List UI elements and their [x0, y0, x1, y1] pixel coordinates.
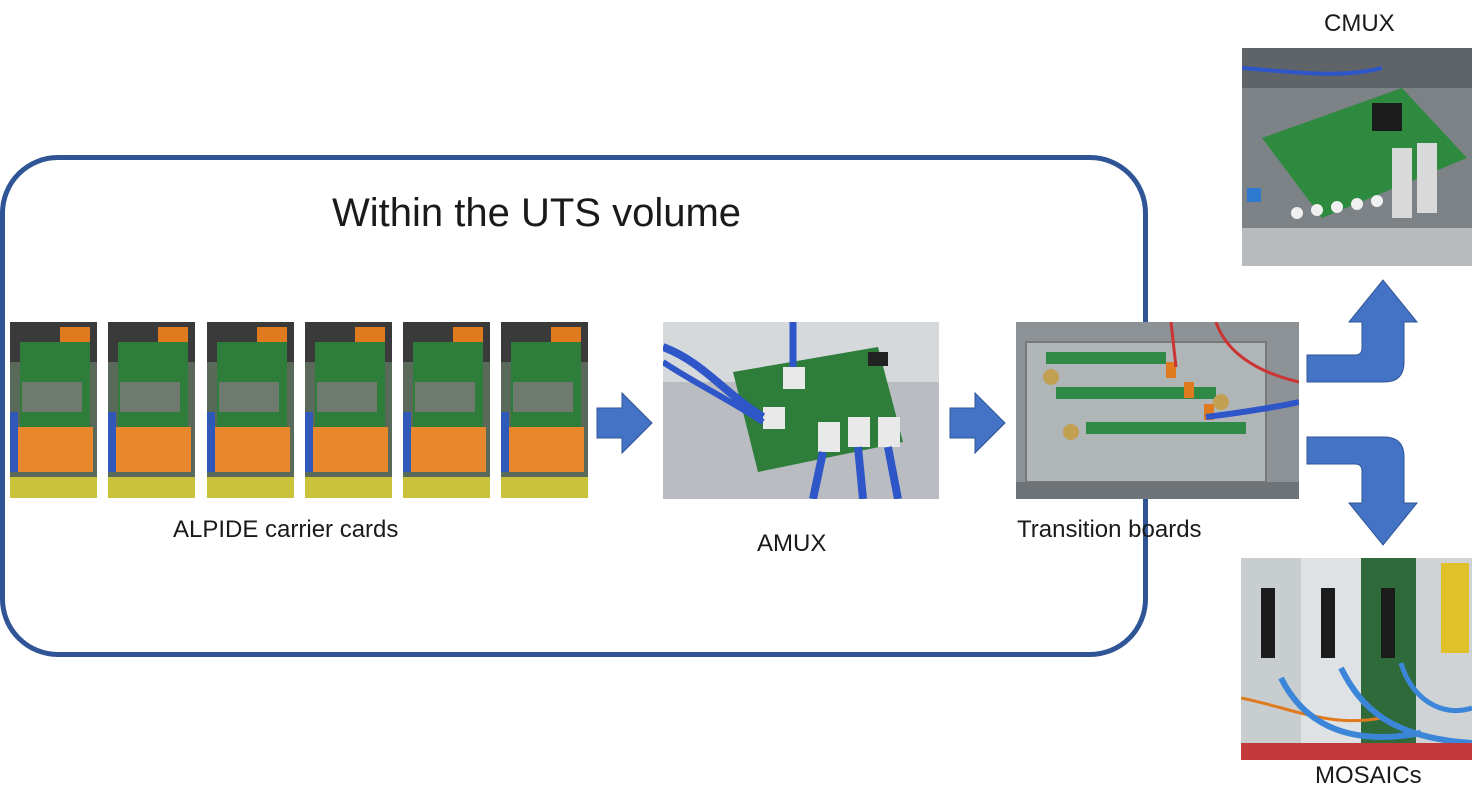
amux-photo: [663, 322, 939, 499]
cmux-label: CMUX: [1324, 10, 1395, 37]
arrow-transition-to-mosaics: [1306, 436, 1419, 546]
cmux-photo: [1242, 48, 1472, 266]
transition-boards-photo: [1016, 322, 1299, 499]
arrow-alpide-to-amux: [596, 391, 653, 455]
arrow-transition-to-cmux: [1306, 279, 1419, 383]
amux-label: AMUX: [757, 530, 827, 557]
region-title: Within the UTS volume: [332, 191, 742, 235]
alpide-card-photo-1: [10, 322, 97, 498]
alpide-card-photo-4: [305, 322, 392, 498]
alpide-label: ALPIDE carrier cards: [173, 516, 399, 543]
mosaics-label: MOSAICs: [1315, 762, 1422, 789]
alpide-card-photo-6: [501, 322, 588, 498]
transition-boards-label: Transition boards: [1017, 516, 1202, 543]
alpide-card-photo-3: [207, 322, 294, 498]
alpide-card-photo-2: [108, 322, 195, 498]
alpide-card-photo-5: [403, 322, 490, 498]
mosaics-photo: [1241, 558, 1472, 760]
arrow-amux-to-transition: [949, 391, 1006, 455]
